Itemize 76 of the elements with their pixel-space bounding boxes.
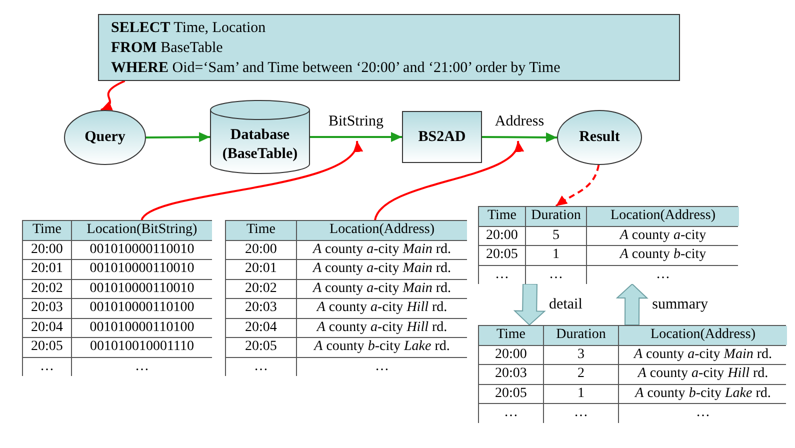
sql-line: SELECT Time, Location (111, 18, 267, 38)
table-cell: 001010000110010 (72, 260, 212, 278)
column-header: Location(BitString) (72, 221, 212, 240)
table-cell: 20:03 (226, 299, 296, 318)
table-cell: 20:00 (23, 240, 71, 259)
table-cell: A county a-city Hill rd. (297, 318, 467, 337)
table-cell: 001010010001110 (72, 338, 212, 356)
table-cell: 20:05 (479, 246, 525, 264)
table-cell: 20:01 (226, 260, 296, 278)
arrow (146, 132, 210, 142)
table-cell: 1 (526, 246, 586, 264)
node-label: BS2AD (417, 128, 467, 146)
sql-line: WHERE Oid=‘Sam’ and Time between ‘20:00’ and ‘21:00’ order by Time (111, 58, 562, 78)
table-cell: A county a-city Main rd. (297, 240, 467, 259)
column-header: Time (226, 221, 296, 240)
table-cell: 20:03 (23, 299, 71, 318)
table-cell: A county a-city (587, 226, 739, 245)
table-cell: A county b-city (587, 246, 739, 264)
column-header: Time (479, 207, 525, 226)
table-cell: 20:00 (226, 240, 296, 259)
column-header: Duration (526, 207, 586, 226)
table-cell: … (23, 358, 71, 376)
table-cell: … (479, 266, 525, 284)
table-cell: 20:02 (226, 280, 296, 298)
edge-label: detail (548, 297, 584, 312)
query-box (98, 14, 680, 81)
arrow (310, 132, 402, 142)
table-cell: … (72, 358, 212, 376)
sql-line: FROM BaseTable (111, 38, 224, 58)
table-cell: 20:04 (226, 318, 296, 337)
table-cell: A county a-city Main rd. (297, 260, 467, 278)
column-header: Time (23, 221, 71, 240)
table-cell: 001010000110010 (72, 280, 212, 298)
edge-label: BitString (328, 114, 384, 130)
table-cell: A county a-city Hill rd. (619, 365, 787, 384)
column-header: Duration (544, 326, 618, 344)
table-cell: … (526, 266, 586, 284)
node-label: Query (84, 128, 126, 147)
node-label: Result (578, 128, 621, 147)
arrow (482, 132, 557, 142)
table-cell: 1 (544, 384, 618, 403)
table-cell: 20:00 (479, 226, 525, 245)
table-cell: 20:02 (23, 280, 71, 298)
table-cell: 001010000110010 (72, 240, 212, 259)
table-cell: … (619, 404, 787, 422)
block-arrow (616, 283, 648, 326)
table-cell: … (587, 266, 739, 284)
table-cell: … (479, 404, 543, 422)
table-cell: 20:05 (226, 338, 296, 356)
table-cell: 20:00 (479, 346, 543, 364)
table-cell: 20:01 (23, 260, 71, 278)
table-cell: 20:03 (479, 365, 543, 384)
column-header: Location(Address) (619, 326, 787, 344)
table-cell: … (226, 358, 296, 376)
table-cell: 5 (526, 226, 586, 245)
table-cell: 20:05 (23, 338, 71, 356)
table-cell: 001010000110100 (72, 318, 212, 337)
table-cell: A county b-city Lake rd. (297, 338, 467, 356)
column-header: Location(Address) (587, 207, 739, 226)
arrow (555, 164, 600, 207)
arrow (374, 140, 521, 220)
table-cell: A county a-city Main rd. (297, 280, 467, 298)
column-header: Location(Address) (297, 221, 467, 240)
table-cell: 3 (544, 346, 618, 364)
column-header: Time (479, 326, 543, 344)
table-cell: A county a-city Main rd. (619, 346, 787, 364)
table-cell: A county b-city Lake rd. (619, 384, 787, 403)
block-arrow (513, 283, 546, 326)
table-cell: A county a-city Hill rd. (297, 299, 467, 318)
table-cell: 2 (544, 365, 618, 384)
arrow (100, 80, 126, 111)
table-cell: 20:05 (479, 384, 543, 403)
table-cell: 001010000110100 (72, 299, 212, 318)
table-cell: 20:04 (23, 318, 71, 337)
table-cell: … (544, 404, 618, 422)
table-cell: … (297, 358, 467, 376)
